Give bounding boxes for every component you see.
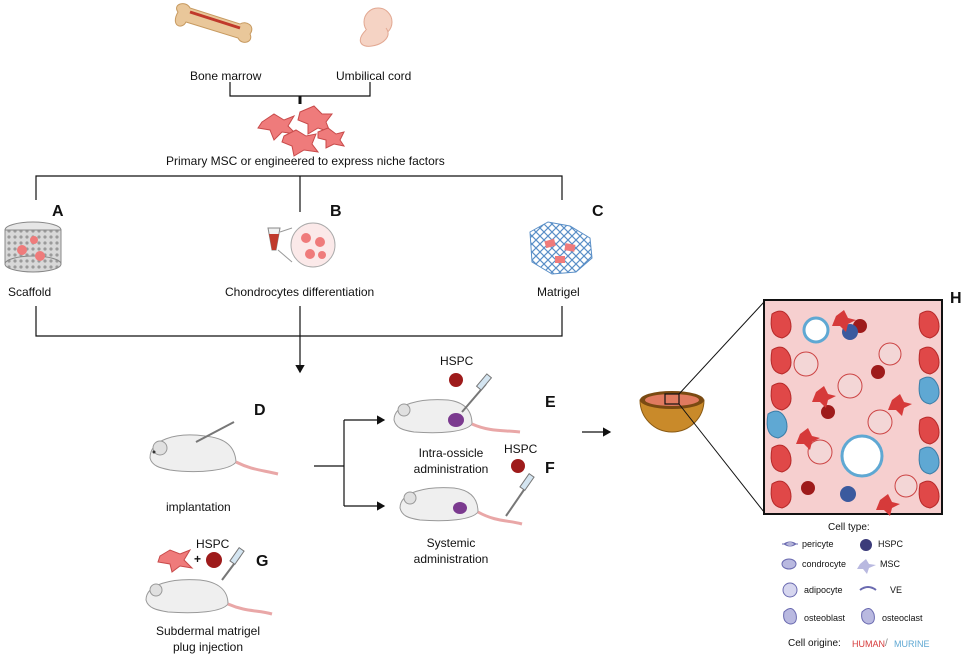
label-hspc-G: HSPC <box>196 537 230 551</box>
legend-separator: / <box>885 638 888 649</box>
msc-cluster-icon <box>257 105 346 157</box>
split-line <box>314 420 345 506</box>
bone-icon <box>174 3 253 43</box>
legend-human: HUMAN <box>852 639 885 649</box>
label-hspc-E: HSPC <box>440 354 474 368</box>
scaffold-icon <box>4 221 62 273</box>
label-bone-marrow: Bone marrow <box>190 69 262 83</box>
label-msc-caption: Primary MSC or engineered to express nic… <box>166 154 445 168</box>
label-D: D <box>254 402 266 419</box>
label-A: A <box>52 203 64 220</box>
embryo-icon <box>359 7 393 47</box>
legend-msc: MSC <box>880 559 900 569</box>
legend-osteoblast: osteoblast <box>804 613 846 623</box>
label-H: H <box>950 290 962 307</box>
label-systemic-1: Systemic <box>426 536 476 550</box>
label-plus: + <box>194 552 202 566</box>
label-umbilical-cord: Umbilical cord <box>336 69 412 83</box>
label-chondrocytes: Chondrocytes differentiation <box>225 285 375 299</box>
label-subdermal-1: Subdermal matrigel <box>155 624 261 638</box>
legend-ve: VE <box>890 585 903 595</box>
zoom-line-bottom <box>678 403 765 513</box>
label-intra-ossicle-1: Intra-ossicle <box>418 446 484 460</box>
label-hspc-F: HSPC <box>504 442 538 456</box>
legend-hspc: HSPC <box>878 539 904 549</box>
label-intra-ossicle-2: administration <box>413 462 489 476</box>
label-B: B <box>330 203 342 220</box>
mouse-intra-ossicle-icon <box>393 373 521 434</box>
label-systemic-2: administration <box>413 552 489 566</box>
legend-title: Cell type: <box>828 522 870 533</box>
zoom-line-top <box>678 301 765 395</box>
legend-osteoclast: osteoclast <box>882 613 923 623</box>
legend-icons <box>781 539 877 625</box>
label-E: E <box>545 394 556 411</box>
label-F: F <box>545 460 555 477</box>
mouse-systemic-icon <box>399 459 535 526</box>
label-scaffold: Scaffold <box>8 285 52 299</box>
ossicle-icon <box>639 391 705 433</box>
legend-adipocyte: adipocyte <box>804 585 843 595</box>
chondrocyte-icon <box>267 222 336 268</box>
mouse-subdermal-icon <box>145 547 273 616</box>
matrigel-icon <box>529 221 593 275</box>
label-implantation: implantation <box>166 500 231 514</box>
label-subdermal-2: plug injection <box>172 640 244 654</box>
legend-pericyte: pericyte <box>802 539 834 549</box>
niche-panel <box>763 299 943 516</box>
top-distribution-line <box>35 175 563 200</box>
source-bracket <box>229 82 371 97</box>
legend-murine: MURINE <box>894 639 930 649</box>
mouse-implantation-icon <box>149 421 279 476</box>
legend-origin-label: Cell origine: <box>788 638 841 649</box>
label-C: C <box>592 203 604 220</box>
label-G: G <box>256 553 269 570</box>
label-matrigel: Matrigel <box>537 285 580 299</box>
legend-condrocyte: condrocyte <box>802 559 847 569</box>
merge-line <box>35 306 563 337</box>
